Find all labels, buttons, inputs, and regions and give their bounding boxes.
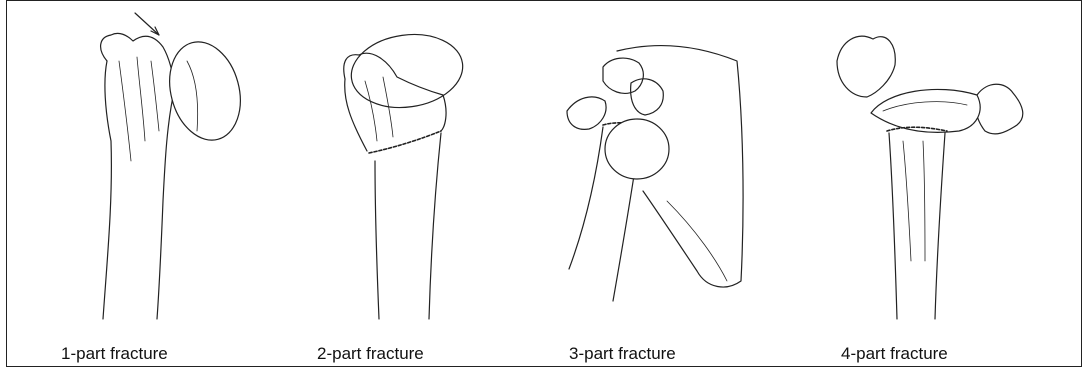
one-part-fracture-illustration: [47, 1, 287, 341]
panel-two-part-fracture: 2-part fracture: [317, 1, 537, 368]
figure-frame: 1-part fracture 2-part fracture: [6, 0, 1082, 367]
caption-one-part-fracture: 1-part fracture: [61, 344, 168, 364]
caption-two-part-fracture: 2-part fracture: [317, 344, 424, 364]
two-part-fracture-illustration: [317, 1, 537, 341]
three-part-fracture-illustration: [547, 1, 767, 341]
caption-three-part-fracture: 3-part fracture: [569, 344, 676, 364]
caption-four-part-fracture: 4-part fracture: [841, 344, 948, 364]
four-part-fracture-illustration: [827, 1, 1057, 341]
panel-one-part-fracture: 1-part fracture: [47, 1, 287, 368]
panel-three-part-fracture: 3-part fracture: [547, 1, 767, 368]
panel-four-part-fracture: 4-part fracture: [827, 1, 1057, 368]
